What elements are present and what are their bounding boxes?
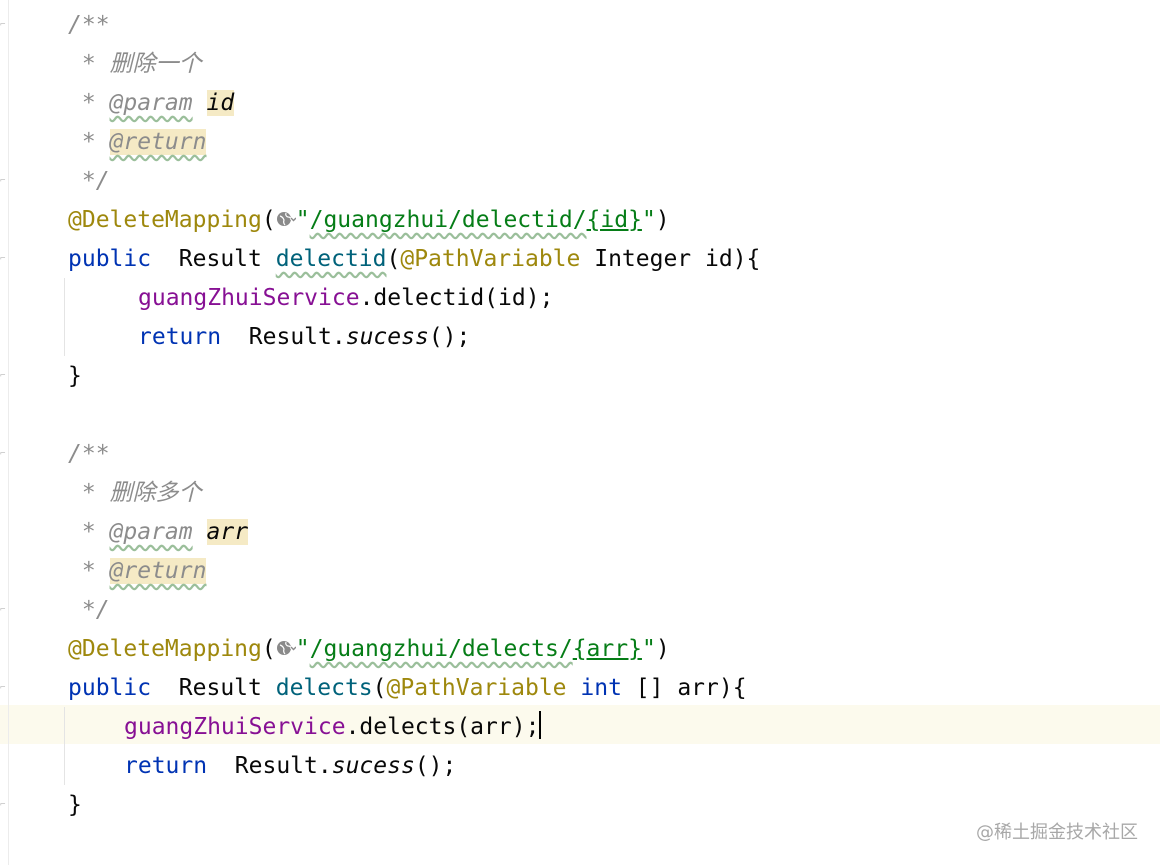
quote: " [641, 207, 656, 233]
code-line[interactable]: guangZhuiService.delects(arr); [124, 708, 542, 747]
globe-icon[interactable] [276, 209, 296, 229]
code-line[interactable]: } [68, 786, 82, 825]
param-name: id [206, 90, 235, 116]
code-line[interactable]: public Result delectid(@PathVariable Int… [68, 240, 760, 279]
code-line[interactable]: return Result.sucess(); [138, 318, 470, 357]
code-line[interactable]: /** [68, 435, 110, 474]
static-method: sucess [331, 753, 415, 779]
fold-marker-icon[interactable]: ⌐ [0, 176, 6, 186]
annotation: @DeleteMapping [68, 636, 262, 662]
closing-brace: } [68, 792, 82, 818]
doc-comment-open: /** [68, 12, 110, 38]
code-line[interactable]: */ [68, 591, 110, 630]
static-method: sucess [345, 324, 429, 350]
code-line[interactable]: * @return [68, 123, 207, 162]
field-reference: guangZhuiService [124, 714, 346, 740]
param-signature: Integer id){ [580, 246, 761, 272]
type-name: Result [151, 675, 276, 701]
method-name[interactable]: delects [275, 675, 373, 701]
code-line[interactable]: } [68, 357, 82, 396]
doc-comment-description: * 删除一个 [68, 51, 202, 77]
keyword-return: return [124, 753, 208, 779]
fold-marker-icon[interactable]: ⌐ [0, 254, 6, 264]
param-name: arr [206, 519, 249, 545]
fold-marker-icon[interactable]: ⌐ [0, 800, 6, 810]
result-call: Result. [207, 753, 332, 779]
code-line[interactable]: * @return [68, 552, 207, 591]
code-line[interactable]: guangZhuiService.delectid(id); [138, 279, 553, 318]
field-reference: guangZhuiService [138, 285, 360, 311]
code-line[interactable]: return Result.sucess(); [124, 747, 456, 786]
url-path[interactable]: /guangzhui/delects/ [309, 636, 573, 662]
keyword-return: return [138, 324, 222, 350]
result-call-suffix: (); [414, 753, 457, 779]
indent-guide [64, 278, 65, 356]
doc-comment-prefix: * [68, 558, 110, 584]
doc-comment-prefix: * [68, 519, 110, 545]
quote: " [641, 636, 656, 662]
quote: " [295, 636, 310, 662]
return-tag: @return [109, 558, 207, 584]
doc-comment-prefix: * [68, 90, 110, 116]
fold-marker-icon[interactable]: ⌐ [0, 683, 6, 693]
code-line[interactable]: @DeleteMapping("/guangzhui/delectid/{id}… [68, 201, 670, 240]
fold-marker-icon[interactable]: ⌐ [0, 371, 6, 381]
fold-marker-icon[interactable]: ⌐ [0, 20, 6, 30]
param-annotation: @PathVariable [400, 246, 581, 272]
doc-comment-prefix: * [68, 129, 110, 155]
paren: ( [261, 636, 276, 662]
paren: ) [655, 207, 670, 233]
code-line[interactable]: public Result delects(@PathVariable int … [68, 669, 747, 708]
annotation: @DeleteMapping [68, 207, 262, 233]
quote: " [295, 207, 310, 233]
url-path[interactable]: /guangzhui/delectid/ [309, 207, 587, 233]
method-call: .delects(arr); [345, 714, 540, 740]
fold-marker-icon[interactable]: ⌐ [0, 605, 6, 615]
globe-icon[interactable] [276, 638, 296, 658]
paren: ( [386, 246, 401, 272]
code-line[interactable]: * @param arr [68, 513, 249, 552]
watermark: @稀土掘金技术社区 [976, 822, 1138, 843]
keyword-public: public [68, 246, 152, 272]
doc-comment-description: * 删除多个 [68, 480, 202, 506]
code-line[interactable]: * 删除多个 [68, 474, 202, 513]
code-line[interactable]: @DeleteMapping("/guangzhui/delects/{arr}… [68, 630, 670, 669]
code-line[interactable]: */ [68, 162, 110, 201]
method-name[interactable]: delectid [275, 246, 387, 272]
indent-guide [64, 707, 65, 785]
text-caret [539, 711, 542, 739]
editor-gutter [0, 0, 9, 865]
result-call-suffix: (); [428, 324, 471, 350]
param-tag: @param [109, 519, 193, 545]
fold-marker-icon[interactable]: ⌐ [0, 449, 6, 459]
code-line[interactable]: * 删除一个 [68, 45, 202, 84]
return-tag: @return [109, 129, 207, 155]
url-path-variable[interactable]: {arr} [572, 636, 642, 662]
closing-brace: } [68, 363, 82, 389]
paren: ( [261, 207, 276, 233]
param-annotation: @PathVariable [386, 675, 567, 701]
code-line[interactable]: * @param id [68, 84, 235, 123]
doc-comment-close: */ [68, 597, 110, 623]
url-path-variable[interactable]: {id} [586, 207, 642, 233]
current-line-highlight [0, 705, 1160, 744]
doc-comment-open: /** [68, 441, 110, 467]
param-signature: [] arr){ [621, 675, 747, 701]
keyword-int: int [580, 675, 622, 701]
paren: ) [655, 636, 670, 662]
doc-comment-close: */ [68, 168, 110, 194]
method-call: .delectid(id); [359, 285, 554, 311]
result-call: Result. [221, 324, 346, 350]
param-tag: @param [109, 90, 193, 116]
code-line[interactable]: /** [68, 6, 110, 45]
keyword-public: public [68, 675, 152, 701]
type-name: Result [151, 246, 276, 272]
paren: ( [372, 675, 387, 701]
